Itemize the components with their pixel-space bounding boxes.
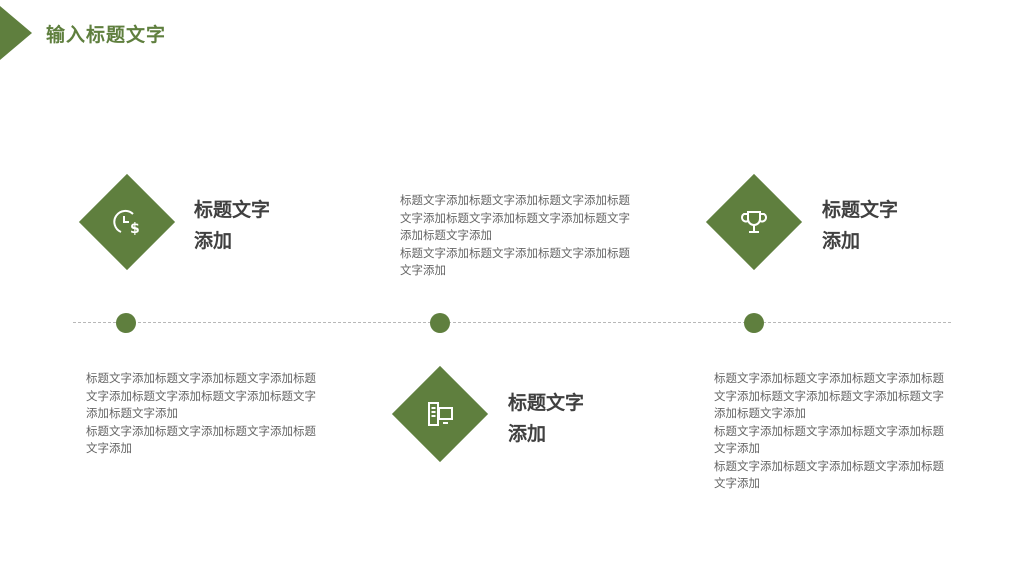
item-3-heading: 标题文字 添加 [822,195,932,257]
page-title: 输入标题文字 [46,24,167,46]
item-2-heading: 标题文字 添加 [508,388,618,450]
timeline-dot-3 [744,313,764,333]
item-2-body: 标题文字添加标题文字添加标题文字添加标题文字添加标题文字添加标题文字添加标题文字… [400,193,630,277]
svg-text:$: $ [130,221,140,237]
item-3-heading-line2: 添加 [822,230,861,252]
timeline-dot-2 [430,313,450,333]
item-3-heading-line1: 标题文字 [822,199,899,221]
clock-dollar-icon: $ [111,206,143,238]
item-1-diamond: $ [78,173,176,271]
item-3-diamond [705,173,803,271]
item-2-heading-line1: 标题文字 [508,392,585,414]
item-1-body: 标题文字添加标题文字添加标题文字添加标题文字添加标题文字添加标题文字添加标题文字… [86,371,316,455]
item-1-heading: 标题文字 添加 [194,195,304,257]
item-1-heading-line2: 添加 [194,230,233,252]
timeline-dot-1 [116,313,136,333]
item-2-diamond [391,365,489,463]
server-monitor-icon [425,399,455,429]
trophy-icon [739,207,769,237]
item-2-heading-line2: 添加 [508,423,547,445]
corner-triangle-decoration [0,6,32,60]
timeline-line [73,322,951,323]
item-1-heading-line1: 标题文字 [194,199,271,221]
item-3-body: 标题文字添加标题文字添加标题文字添加标题文字添加标题文字添加标题文字添加标题文字… [714,371,944,490]
